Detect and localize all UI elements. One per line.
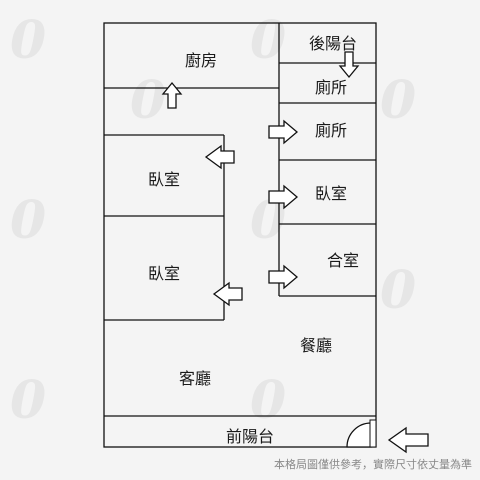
arrow-icon	[338, 51, 360, 79]
room-label-dining: 餐廳	[299, 336, 333, 355]
room-label-toilet-top: 廁所	[314, 78, 348, 97]
entrance-arrow-icon	[387, 426, 429, 454]
room-label-rear-balcony: 後陽台	[308, 34, 358, 53]
arrow-icon	[204, 144, 235, 170]
arrow-icon	[268, 184, 299, 210]
room-label-bedroom-lower-left: 臥室	[147, 264, 181, 283]
outer-wall	[103, 22, 377, 448]
arrow-icon	[161, 81, 183, 109]
room-label-closet-room: 合室	[326, 251, 360, 270]
room-label-toilet-mid: 廁所	[314, 121, 348, 140]
door-swing-icon	[346, 419, 377, 448]
room-label-front-balcony: 前陽台	[225, 427, 275, 446]
room-label-bedroom-right: 臥室	[314, 184, 348, 203]
arrow-icon	[268, 264, 299, 290]
room-label-living: 客廳	[178, 369, 212, 388]
arrow-icon	[212, 281, 243, 307]
room-label-kitchen: 廚房	[184, 51, 218, 70]
disclaimer-note: 本格局圖僅供參考，實際尺寸依丈量為準	[274, 458, 472, 471]
arrow-icon	[268, 119, 299, 145]
room-label-bedroom-upper-left: 臥室	[147, 170, 181, 189]
